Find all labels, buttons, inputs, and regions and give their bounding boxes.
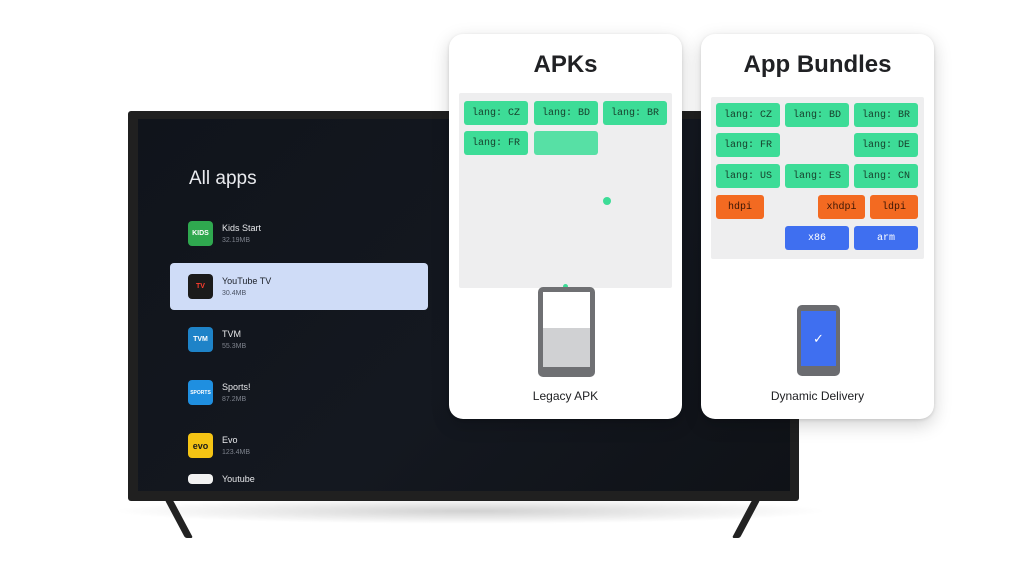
app-name: Youtube	[222, 474, 255, 484]
split-chip: lang: BR	[854, 103, 918, 127]
split-chip: lang: BD	[534, 101, 598, 125]
app-row-youtube-tv[interactable]: TV YouTube TV 30.4MB	[170, 263, 428, 310]
card-caption: Legacy APK	[532, 389, 599, 403]
screen-title: All apps	[189, 168, 257, 189]
youtube-icon	[188, 474, 213, 484]
app-size: 32.19MB	[222, 237, 251, 244]
app-name: Sports!	[222, 382, 251, 392]
app-name: TVM	[222, 329, 241, 339]
split-chip: lang: US	[716, 164, 780, 188]
storage-fill	[543, 328, 590, 367]
app-list: KIDS Kids Start 32.19MB TV YouTube TV 30…	[170, 207, 428, 491]
split-chip: lang: BD	[785, 103, 849, 127]
split-chip: lang: BR	[603, 101, 667, 125]
app-row-youtube[interactable]: Youtube	[170, 472, 428, 491]
youtube-tv-icon: TV	[188, 274, 213, 299]
split-chip: lang: CZ	[716, 103, 780, 127]
check-icon: ✓	[801, 311, 836, 366]
apks-card: APKs lang: CZ lang: BD lang: BR lang: FR…	[449, 34, 682, 419]
dynamic-phone-icon: ✓	[797, 305, 840, 376]
app-size: 123.4MB	[222, 449, 251, 456]
apk-split-grid: lang: CZ lang: BD lang: BR lang: FR	[459, 93, 672, 288]
split-chip: lang: CN	[854, 164, 918, 188]
split-chip: lang: CZ	[464, 101, 528, 125]
split-chip: ldpi	[870, 195, 918, 219]
legacy-phone-icon	[538, 287, 595, 377]
app-row-tvm[interactable]: TVM TVM 55.3MB	[170, 313, 428, 366]
app-name: Evo	[222, 435, 238, 445]
bundle-split-grid: lang: CZ lang: BD lang: BR lang: FR lang…	[711, 97, 924, 259]
tv-shadow	[110, 498, 830, 524]
split-chip: arm	[854, 226, 918, 250]
split-chip-moving	[534, 131, 598, 155]
app-name: YouTube TV	[222, 276, 272, 286]
app-row-sports[interactable]: SPORTS Sports! 87.2MB	[170, 366, 428, 419]
card-title: APKs	[533, 51, 598, 78]
split-chip: lang: FR	[464, 131, 528, 155]
app-row-kids-start[interactable]: KIDS Kids Start 32.19MB	[170, 207, 428, 260]
app-size: 87.2MB	[222, 396, 247, 403]
evo-icon: evo	[188, 433, 213, 458]
moving-dot	[603, 197, 611, 205]
app-size: 55.3MB	[222, 343, 247, 350]
split-chip: xhdpi	[818, 195, 865, 219]
split-chip: lang: ES	[785, 164, 849, 188]
sports-icon: SPORTS	[188, 380, 213, 405]
app-size: 30.4MB	[222, 290, 247, 297]
card-caption: Dynamic Delivery	[770, 389, 865, 403]
bundles-card: App Bundles lang: CZ lang: BD lang: BR l…	[701, 34, 934, 419]
tvm-icon: TVM	[188, 327, 213, 352]
moving-dot	[563, 284, 568, 289]
app-name: Kids Start	[222, 223, 262, 233]
split-chip: lang: FR	[716, 133, 780, 157]
card-title: App Bundles	[743, 51, 892, 78]
split-chip: x86	[785, 226, 849, 250]
split-chip: lang: DE	[854, 133, 918, 157]
split-chip: hdpi	[716, 195, 764, 219]
kids-start-icon: KIDS	[188, 221, 213, 246]
app-row-evo[interactable]: evo Evo 123.4MB	[170, 419, 428, 472]
